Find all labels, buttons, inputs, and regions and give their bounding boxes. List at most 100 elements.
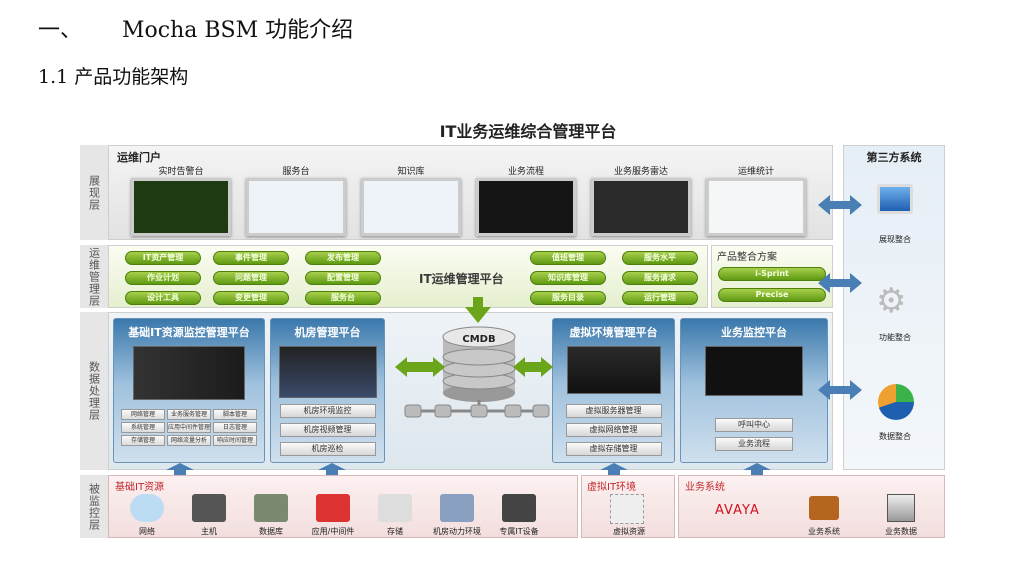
dashboard-screenshot [133,346,245,400]
basic-it-module[interactable]: 应用中间件管理 [167,422,211,433]
up-arrow-icon [743,463,771,476]
room-module-button[interactable]: 机房环境监控 [279,404,376,418]
ops-module-pill[interactable]: 值班管理 [530,251,606,265]
business-module-button[interactable]: 业务流程 [715,437,793,451]
basic-it-module[interactable]: 日志管理 [213,422,257,433]
monitored-resource-label: 主机 [201,527,217,536]
resource-icon [130,494,164,522]
ops-module-pill[interactable]: 配置管理 [305,271,381,285]
business-module-button[interactable]: 呼叫中心 [715,418,793,432]
business-system-item: 业务系统 [808,527,840,536]
basic-it-module[interactable]: 网络管理 [121,409,165,420]
ops-module-pill[interactable]: 问题管理 [213,271,289,285]
diagram-title: IT业务运维综合管理平台 [439,122,617,141]
layer-label-operations: 运维管理层 [80,245,108,308]
up-arrow-icon [600,463,628,476]
third-party-data: 数据整合 [879,432,911,441]
resource-icon [192,494,226,522]
cmdb-up-arrow [465,297,491,323]
basic-it-module[interactable]: 网络流量分析 [167,435,211,446]
virtual-module-button[interactable]: 虚拟服务器管理 [565,404,662,418]
up-arrow-icon [318,463,346,476]
layer-label-monitored: 被监控层 [80,475,108,538]
business-data-item: 业务数据 [885,527,917,536]
room-platform: 机房管理平台 机房环境监控机房视频管理机房巡检 [270,318,385,463]
ops-module-pill[interactable]: 服务请求 [622,271,698,285]
screen-thumbnail[interactable] [246,178,346,236]
virtual-title: 虚拟环境管理平台 [569,326,658,339]
screen-thumbnail[interactable] [706,178,806,236]
screen-caption: 实时告警台 [158,167,204,177]
monitored-resource-label: 网络 [139,527,155,536]
monitored-basic-panel: 基础IT资源 网络主机数据库应用/中间件存储机房动力环境专属IT设备 [108,475,578,538]
ops-module-pill[interactable]: 服务目录 [530,291,606,305]
product-integration-label: 产品整合方案 [717,252,777,263]
gears-icon: ⚙ [876,281,907,321]
third-party-title: 第三方系统 [866,151,922,164]
virtual-module-button[interactable]: 虚拟存储管理 [565,442,662,456]
screen-thumbnail[interactable] [591,178,691,236]
screen-caption: 业务服务雷达 [613,167,668,177]
third-party-function: 功能整合 [879,333,911,342]
up-arrows [166,463,771,476]
basic-it-module[interactable]: 脚本管理 [213,409,257,420]
ops-module-pill[interactable]: IT资产管理 [125,251,201,265]
basic-it-module[interactable]: 系统管理 [121,422,165,433]
screen-caption: 运维统计 [737,167,774,177]
portal-label: 运维门户 [117,151,161,164]
screen-thumbnail[interactable] [361,178,461,236]
ops-module-pill[interactable]: 服务台 [305,291,381,305]
ops-module-pill[interactable]: 运行管理 [622,291,698,305]
monitored-virtual-title: 虚拟IT环境 [587,482,637,493]
ops-module-pill[interactable]: 作业计划 [125,271,201,285]
resource-icon [254,494,288,522]
monitored-virtual-item: 虚拟资源 [613,527,645,536]
screen-thumbnail[interactable] [476,178,576,236]
small-database-icons [404,404,550,418]
basic-it-module[interactable]: 业务服务管理 [167,409,211,420]
virtual-module-button[interactable]: 虚拟网络管理 [565,423,662,437]
monitored-resource-label: 数据库 [259,527,283,536]
basic-it-title: 基础IT资源监控管理平台 [128,326,250,339]
ops-module-pill[interactable]: 发布管理 [305,251,381,265]
layer-label-data: 数据处理层 [80,312,108,470]
basic-it-module[interactable]: 存储管理 [121,435,165,446]
business-data-icon [887,494,915,522]
data-disc-icon [878,384,914,420]
ops-module-pill[interactable]: 变更管理 [213,291,289,305]
basic-it-module[interactable]: 响应时间管理 [213,435,257,446]
resource-icon [316,494,350,522]
heading-title: Mocha BSM 功能介绍 [122,18,354,43]
cmdb-right-arrow [513,357,553,377]
business-screenshot [705,346,803,396]
operations-panel: IT资产管理作业计划设计工具 事件管理问题管理变更管理 发布管理配置管理服务台 值班管… [108,245,708,308]
section-heading: 一、Mocha BSM 功能介绍 [38,12,353,44]
integration-arrows [818,195,862,400]
double-arrow-icon [818,195,862,215]
screen-caption: 知识库 [397,167,425,177]
third-party-presentation: 展现整合 [879,235,911,244]
ops-module-pill[interactable]: 事件管理 [213,251,289,265]
virtual-screenshot [566,346,661,394]
ops-module-pill[interactable]: 服务水平 [622,251,698,265]
double-arrow-icon [818,380,862,400]
double-arrow-icon [818,273,862,293]
cmdb-label: CMDB [462,334,495,345]
monitored-resource-label: 机房动力环境 [433,527,481,536]
subsection-heading: 1.1 产品功能架构 [38,66,189,88]
room-screenshot [278,346,377,398]
presentation-panel: 运维门户 实时告警台服务台知识库业务流程业务服务雷达运维统计 [108,145,833,240]
business-platform: 业务监控平台 呼叫中心业务流程 [680,318,828,463]
screen-thumbnail[interactable] [131,178,231,236]
monitored-resource-label: 应用/中间件 [311,527,355,536]
avaya-logo: AVAYA [715,503,760,518]
virtual-server-icon [610,494,644,524]
resource-icon [378,494,412,522]
room-module-button[interactable]: 机房视频管理 [279,423,376,437]
ops-module-pill[interactable]: 设计工具 [125,291,201,305]
screen-caption: 业务流程 [507,167,544,177]
resource-icon [440,494,474,522]
business-title: 业务监控平台 [721,326,787,339]
room-module-button[interactable]: 机房巡检 [279,442,376,456]
ops-module-pill[interactable]: 知识库管理 [530,271,606,285]
